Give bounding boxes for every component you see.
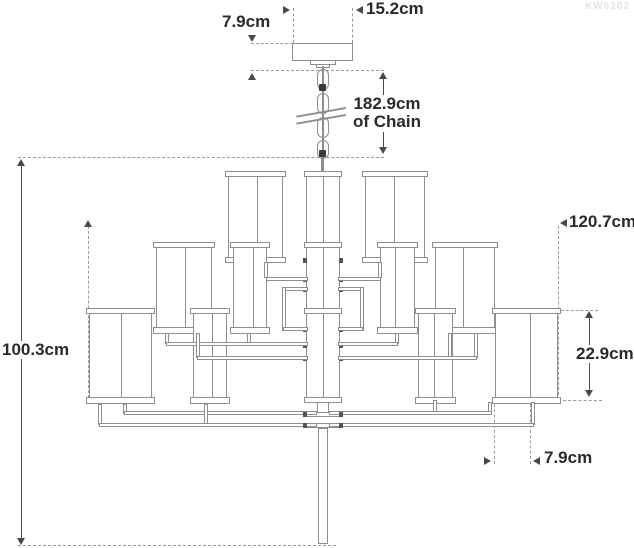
column-section-upper (306, 176, 340, 243)
shade-rim (86, 397, 155, 404)
chain-link (317, 93, 329, 114)
extension-line (532, 400, 602, 401)
extension-line (494, 404, 495, 464)
arm-stem (531, 402, 535, 425)
arrowhead (17, 159, 25, 166)
arm (338, 277, 381, 281)
bracket-arm (338, 327, 363, 331)
ceiling-canopy (292, 43, 353, 61)
arm (329, 411, 492, 415)
arm-stem (378, 262, 382, 278)
chain-clasp (319, 84, 326, 91)
shade-bottom-outer-right (495, 313, 558, 398)
arrowhead (17, 538, 25, 545)
arrowhead (248, 73, 256, 80)
arm (338, 342, 398, 346)
chain-length-unit-text: of Chain (353, 112, 421, 132)
chain-clasp (319, 150, 326, 157)
arm-stem (264, 262, 268, 278)
arrowhead (585, 390, 593, 397)
arm-stem (448, 333, 452, 358)
bracket-arm (283, 287, 308, 291)
shade-mid-inner-right (380, 247, 415, 328)
arm-stem (196, 333, 200, 358)
extension-line (251, 43, 293, 44)
shade-rim (190, 397, 230, 404)
arm-stem (474, 333, 478, 358)
arrowhead (248, 35, 256, 42)
column-finial-stem (321, 158, 324, 172)
column-section-lower (306, 313, 340, 398)
shade-height-label: 22.9cm (574, 344, 634, 364)
fixture-height-label: 100.3cm (0, 340, 72, 360)
shade-diameter-label: 7.9cm (542, 448, 595, 468)
chain-wire (322, 66, 324, 166)
center-downrod (318, 428, 328, 544)
arrowhead (283, 6, 290, 14)
sku-watermark: KW5202 (585, 1, 630, 12)
arrowhead (84, 220, 92, 227)
arrowhead (379, 72, 387, 79)
bracket-arm (283, 327, 308, 331)
extension-line (18, 157, 384, 158)
chain-length-label: 182.9cm of Chain (346, 94, 428, 132)
arrowhead (560, 219, 567, 227)
fixture-width-label: 120.7cm (567, 212, 634, 232)
arm (166, 342, 308, 346)
arm-stem (98, 404, 102, 425)
shade-bottom-outer-left (89, 313, 152, 398)
canopy-height-label: 7.9cm (220, 12, 273, 32)
extension-line (293, 8, 294, 43)
arm (197, 356, 308, 360)
arm-stem (204, 404, 208, 425)
arrowhead (379, 147, 387, 154)
canopy-width-label: 15.2cm (364, 0, 426, 19)
extension-line (18, 545, 336, 546)
chain-link (317, 140, 329, 159)
arm (266, 277, 308, 281)
bracket-drop (360, 287, 364, 331)
arrowhead (356, 6, 363, 14)
bracket-drop (282, 287, 286, 331)
shade-bottom-inner-right (418, 313, 453, 398)
arrowhead (585, 311, 593, 318)
chain-length-value: 182.9cm (353, 94, 421, 113)
extension-line (530, 404, 531, 464)
shade-rim (492, 397, 561, 404)
extension-line (532, 310, 598, 311)
arm (124, 411, 317, 415)
column-section-middle (306, 247, 340, 309)
arrowhead (484, 457, 491, 465)
arm (329, 423, 534, 427)
extension-line (352, 8, 353, 43)
arm (338, 356, 477, 360)
shade-mid-inner-left (233, 247, 267, 328)
arm (99, 423, 317, 427)
arrowhead (533, 457, 540, 465)
